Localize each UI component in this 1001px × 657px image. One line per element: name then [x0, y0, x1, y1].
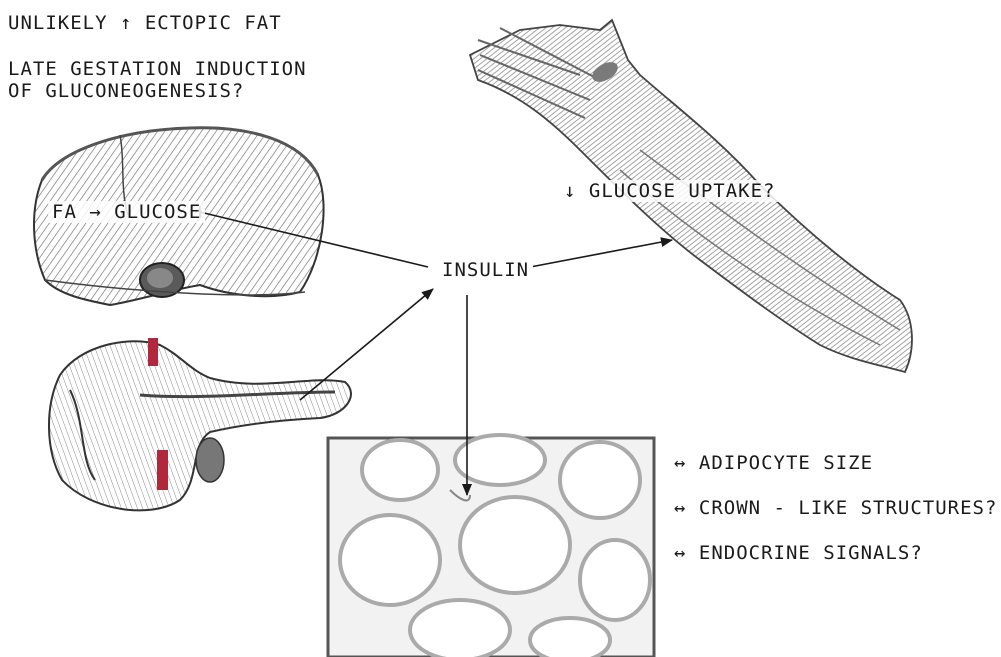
adipose-note-endocrine-signals: ↔ ENDOCRINE SIGNALS?: [674, 542, 923, 564]
adipose-note-crown-like-structures: ↔ CROWN - LIKE STRUCTURES?: [674, 497, 997, 519]
muscle-label: ↓ GLUCOSE UPTAKE?: [560, 180, 779, 202]
insulin-to-muscle-arrow: [525, 240, 672, 268]
liver-label: FA → GLUCOSE: [48, 201, 205, 223]
pancreas-to-insulin-arrow: [300, 289, 433, 400]
insulin-hub-label: INSULIN: [438, 259, 533, 281]
adipose-histology: [328, 435, 654, 657]
gluconeogenesis-note-line2: OF GLUCONEOGENESIS?: [8, 80, 244, 102]
pancreas-illustration: [49, 338, 351, 510]
adipose-note-adipocyte-size: ↔ ADIPOCYTE SIZE: [674, 452, 873, 474]
ectopic-fat-note: UNLIKELY ↑ ECTOPIC FAT: [8, 12, 282, 34]
gluconeogenesis-note-line1: LATE GESTATION INDUCTION: [8, 58, 307, 80]
